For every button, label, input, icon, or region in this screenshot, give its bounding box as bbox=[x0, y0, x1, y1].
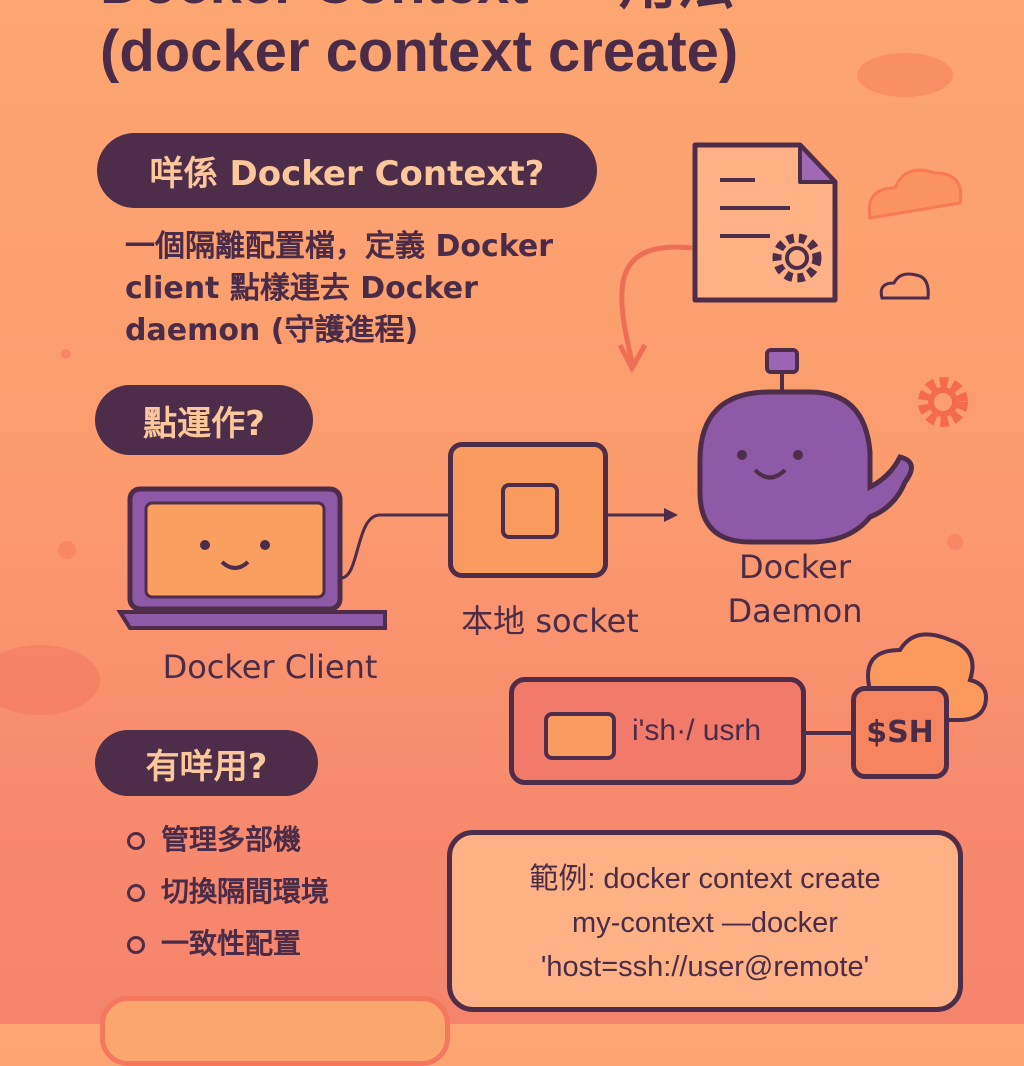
ssh-connection-box: i'sh·/ usrh bbox=[509, 677, 806, 785]
document-config-icon bbox=[692, 142, 838, 303]
client-label: Docker Client bbox=[162, 648, 378, 686]
heading-use: 有咩用? bbox=[95, 730, 318, 796]
local-socket-box bbox=[448, 442, 608, 578]
gear-icon bbox=[918, 377, 968, 427]
socket-label: 本地 socket bbox=[461, 602, 639, 640]
docker-client-laptop-icon bbox=[116, 486, 387, 630]
description: 一個隔離配置檔，定義 Docker client 點樣連去 Docker dae… bbox=[125, 226, 645, 352]
background-decorations bbox=[0, 53, 988, 735]
cloud-blob-icon bbox=[0, 645, 100, 715]
example-line: 'host=ssh://user@remote' bbox=[540, 951, 870, 983]
terminal-icon bbox=[544, 712, 616, 760]
arrow-icon bbox=[619, 244, 693, 363]
ssh-path: i'sh·/ usrh bbox=[632, 714, 762, 747]
description-line: daemon (守護進程) bbox=[125, 313, 419, 348]
daemon-label-2: Daemon bbox=[727, 592, 863, 630]
bottom-panel bbox=[100, 996, 450, 1066]
list-item: 管理多部機 bbox=[127, 814, 329, 866]
docker-daemon-whale-icon bbox=[697, 348, 914, 545]
ssh-box: $SH bbox=[851, 686, 949, 779]
example-line: 範例: docker context create bbox=[529, 863, 881, 895]
heading-what-is: 咩係 Docker Context? bbox=[97, 133, 597, 208]
description-line: 一個隔離配置檔，定義 Docker bbox=[125, 229, 554, 264]
description-line: client 點樣連去 Docker bbox=[125, 271, 478, 306]
small-cloud-icon bbox=[879, 272, 930, 300]
heading-how: 點運作? bbox=[95, 385, 313, 455]
cloud-icon bbox=[867, 168, 963, 220]
list-item: 切換隔間環境 bbox=[127, 866, 329, 918]
example-bubble: 範例: docker context create my-context —do… bbox=[447, 830, 963, 1012]
socket-icon bbox=[501, 483, 559, 539]
benefits-list: 管理多部機 切換隔間環境 一致性配置 bbox=[127, 814, 329, 970]
connector-line bbox=[339, 513, 488, 580]
list-item: 一致性配置 bbox=[127, 918, 329, 970]
title-line-1: Docker Context — 用法 bbox=[100, 0, 735, 14]
cloud-blob-icon bbox=[857, 53, 953, 97]
daemon-label-1: Docker bbox=[738, 548, 852, 586]
example-line: my-context —docker bbox=[572, 907, 838, 939]
page-title: (docker context create) bbox=[100, 19, 739, 84]
